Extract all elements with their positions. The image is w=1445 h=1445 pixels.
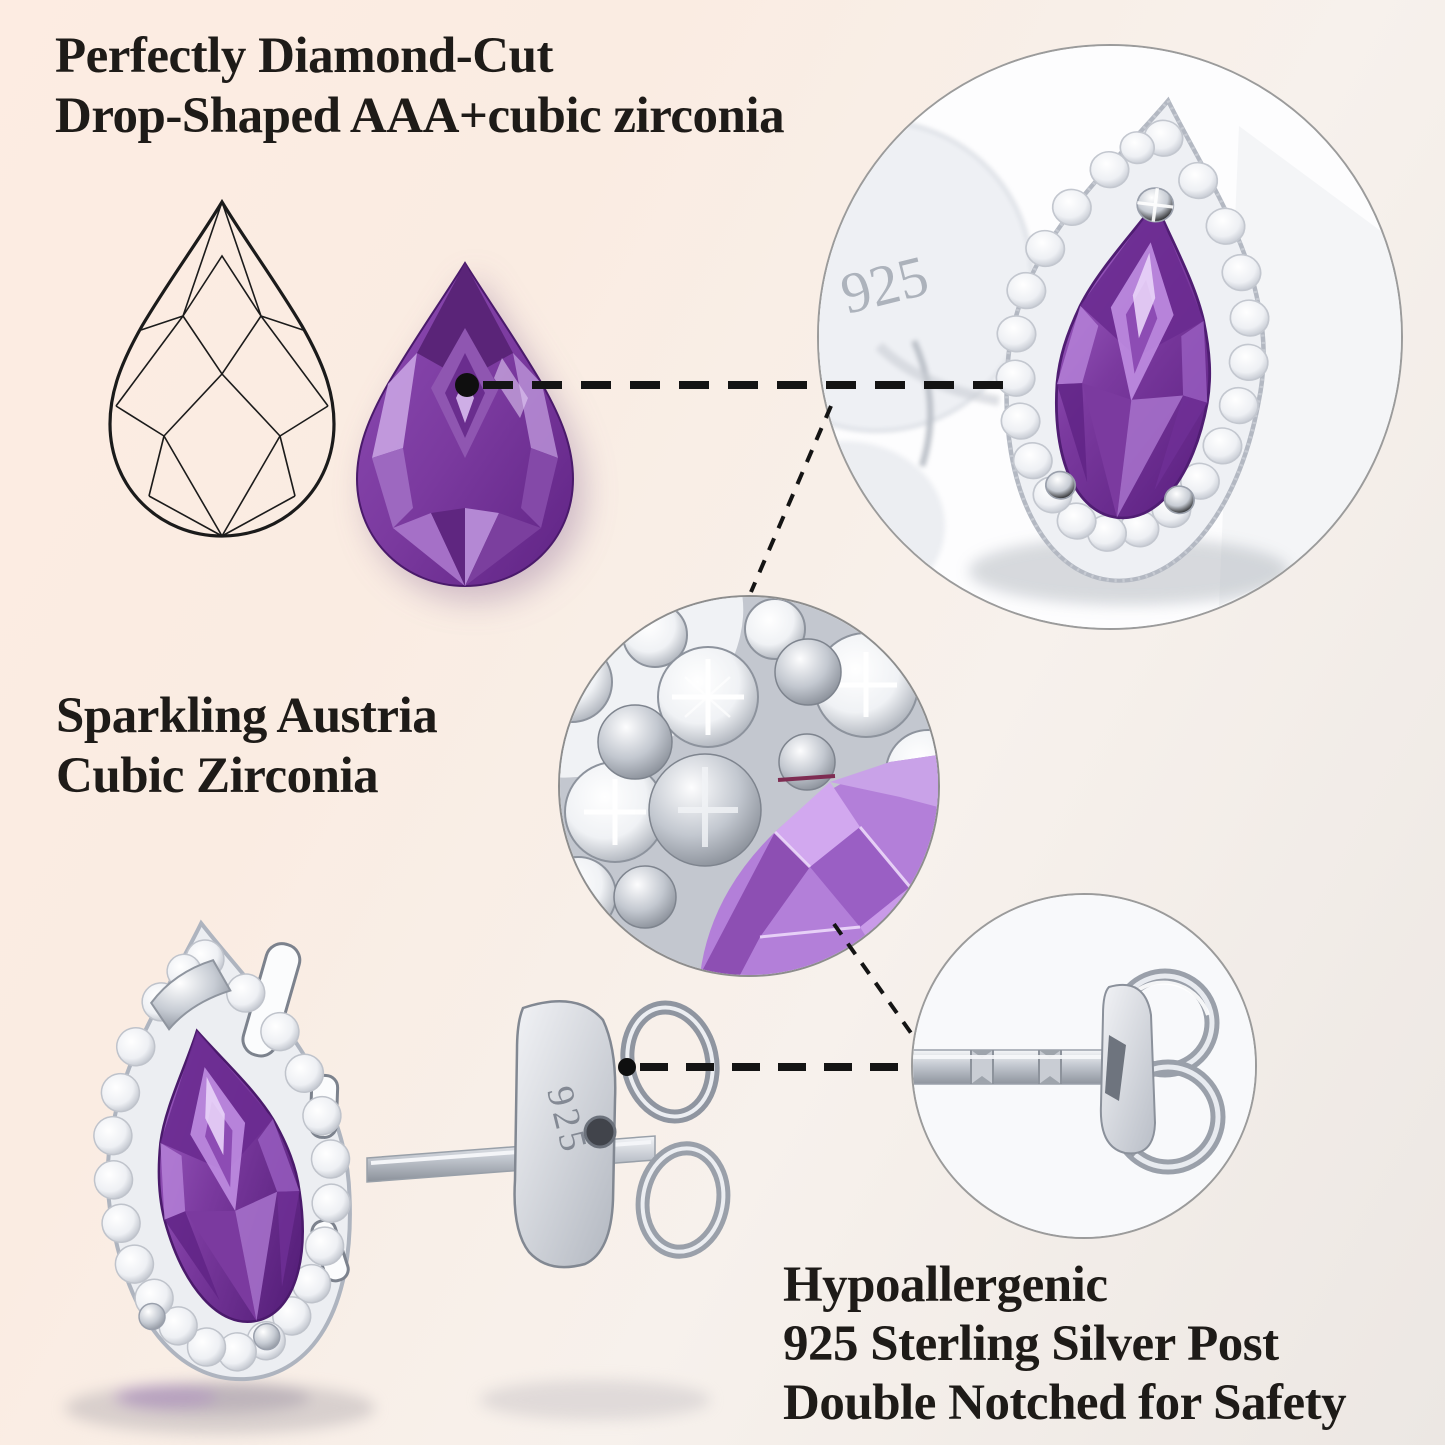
cz-sparkles — [584, 652, 897, 845]
bottom-prongs — [138, 1302, 281, 1351]
halo-stud-front-closeup: 925 — [819, 46, 1401, 628]
notched-post — [913, 1049, 1109, 1085]
headline-diamond-cut: Perfectly Diamond-Cut Drop-Shaped AAA+cu… — [55, 26, 785, 146]
top-prong — [149, 959, 232, 1031]
headline-austria-cz-line2: Cubic Zirconia — [56, 748, 379, 804]
prong-beads — [1044, 187, 1195, 515]
double-notched-post-closeup — [913, 895, 1255, 1237]
headline-hypoallergenic-line2: 925 Sterling Silver Post — [783, 1316, 1279, 1372]
post-closeup-circle — [911, 893, 1257, 1239]
stud-head-side — [93, 919, 352, 1382]
headline-diamond-cut-line2: Drop-Shaped AAA+cubic zirconia — [55, 88, 785, 144]
cz-halo — [995, 119, 1270, 552]
reflection — [65, 1380, 710, 1434]
headline-hypoallergenic: Hypoallergenic 925 Sterling Silver Post … — [783, 1256, 1347, 1433]
headline-hypoallergenic-line3: Double Notched for Safety — [783, 1375, 1347, 1431]
butterfly-loops-side — [620, 1000, 731, 1259]
stud-front — [995, 96, 1270, 583]
loose-purple-gem — [355, 261, 575, 588]
headline-austria-cz-line1: Sparkling Austria — [56, 688, 438, 744]
headline-austria-cz: Sparkling Austria Cubic Zirconia — [56, 686, 438, 806]
connector-closeup-to-pave — [749, 405, 833, 593]
headline-hypoallergenic-line1: Hypoallergenic — [783, 1257, 1108, 1313]
pear-cut-wireframe-icon — [108, 198, 336, 538]
headline-diamond-cut-line1: Perfectly Diamond-Cut — [55, 28, 553, 84]
gem-closeup-circle: 925 — [817, 44, 1403, 630]
butterfly-plate — [1099, 983, 1157, 1155]
butterfly-plate-side: 925 — [513, 1000, 617, 1269]
cz-halo-side — [93, 939, 351, 1372]
stud-side-view: 925 — [65, 919, 731, 1434]
purple-stone-side — [157, 1028, 304, 1324]
